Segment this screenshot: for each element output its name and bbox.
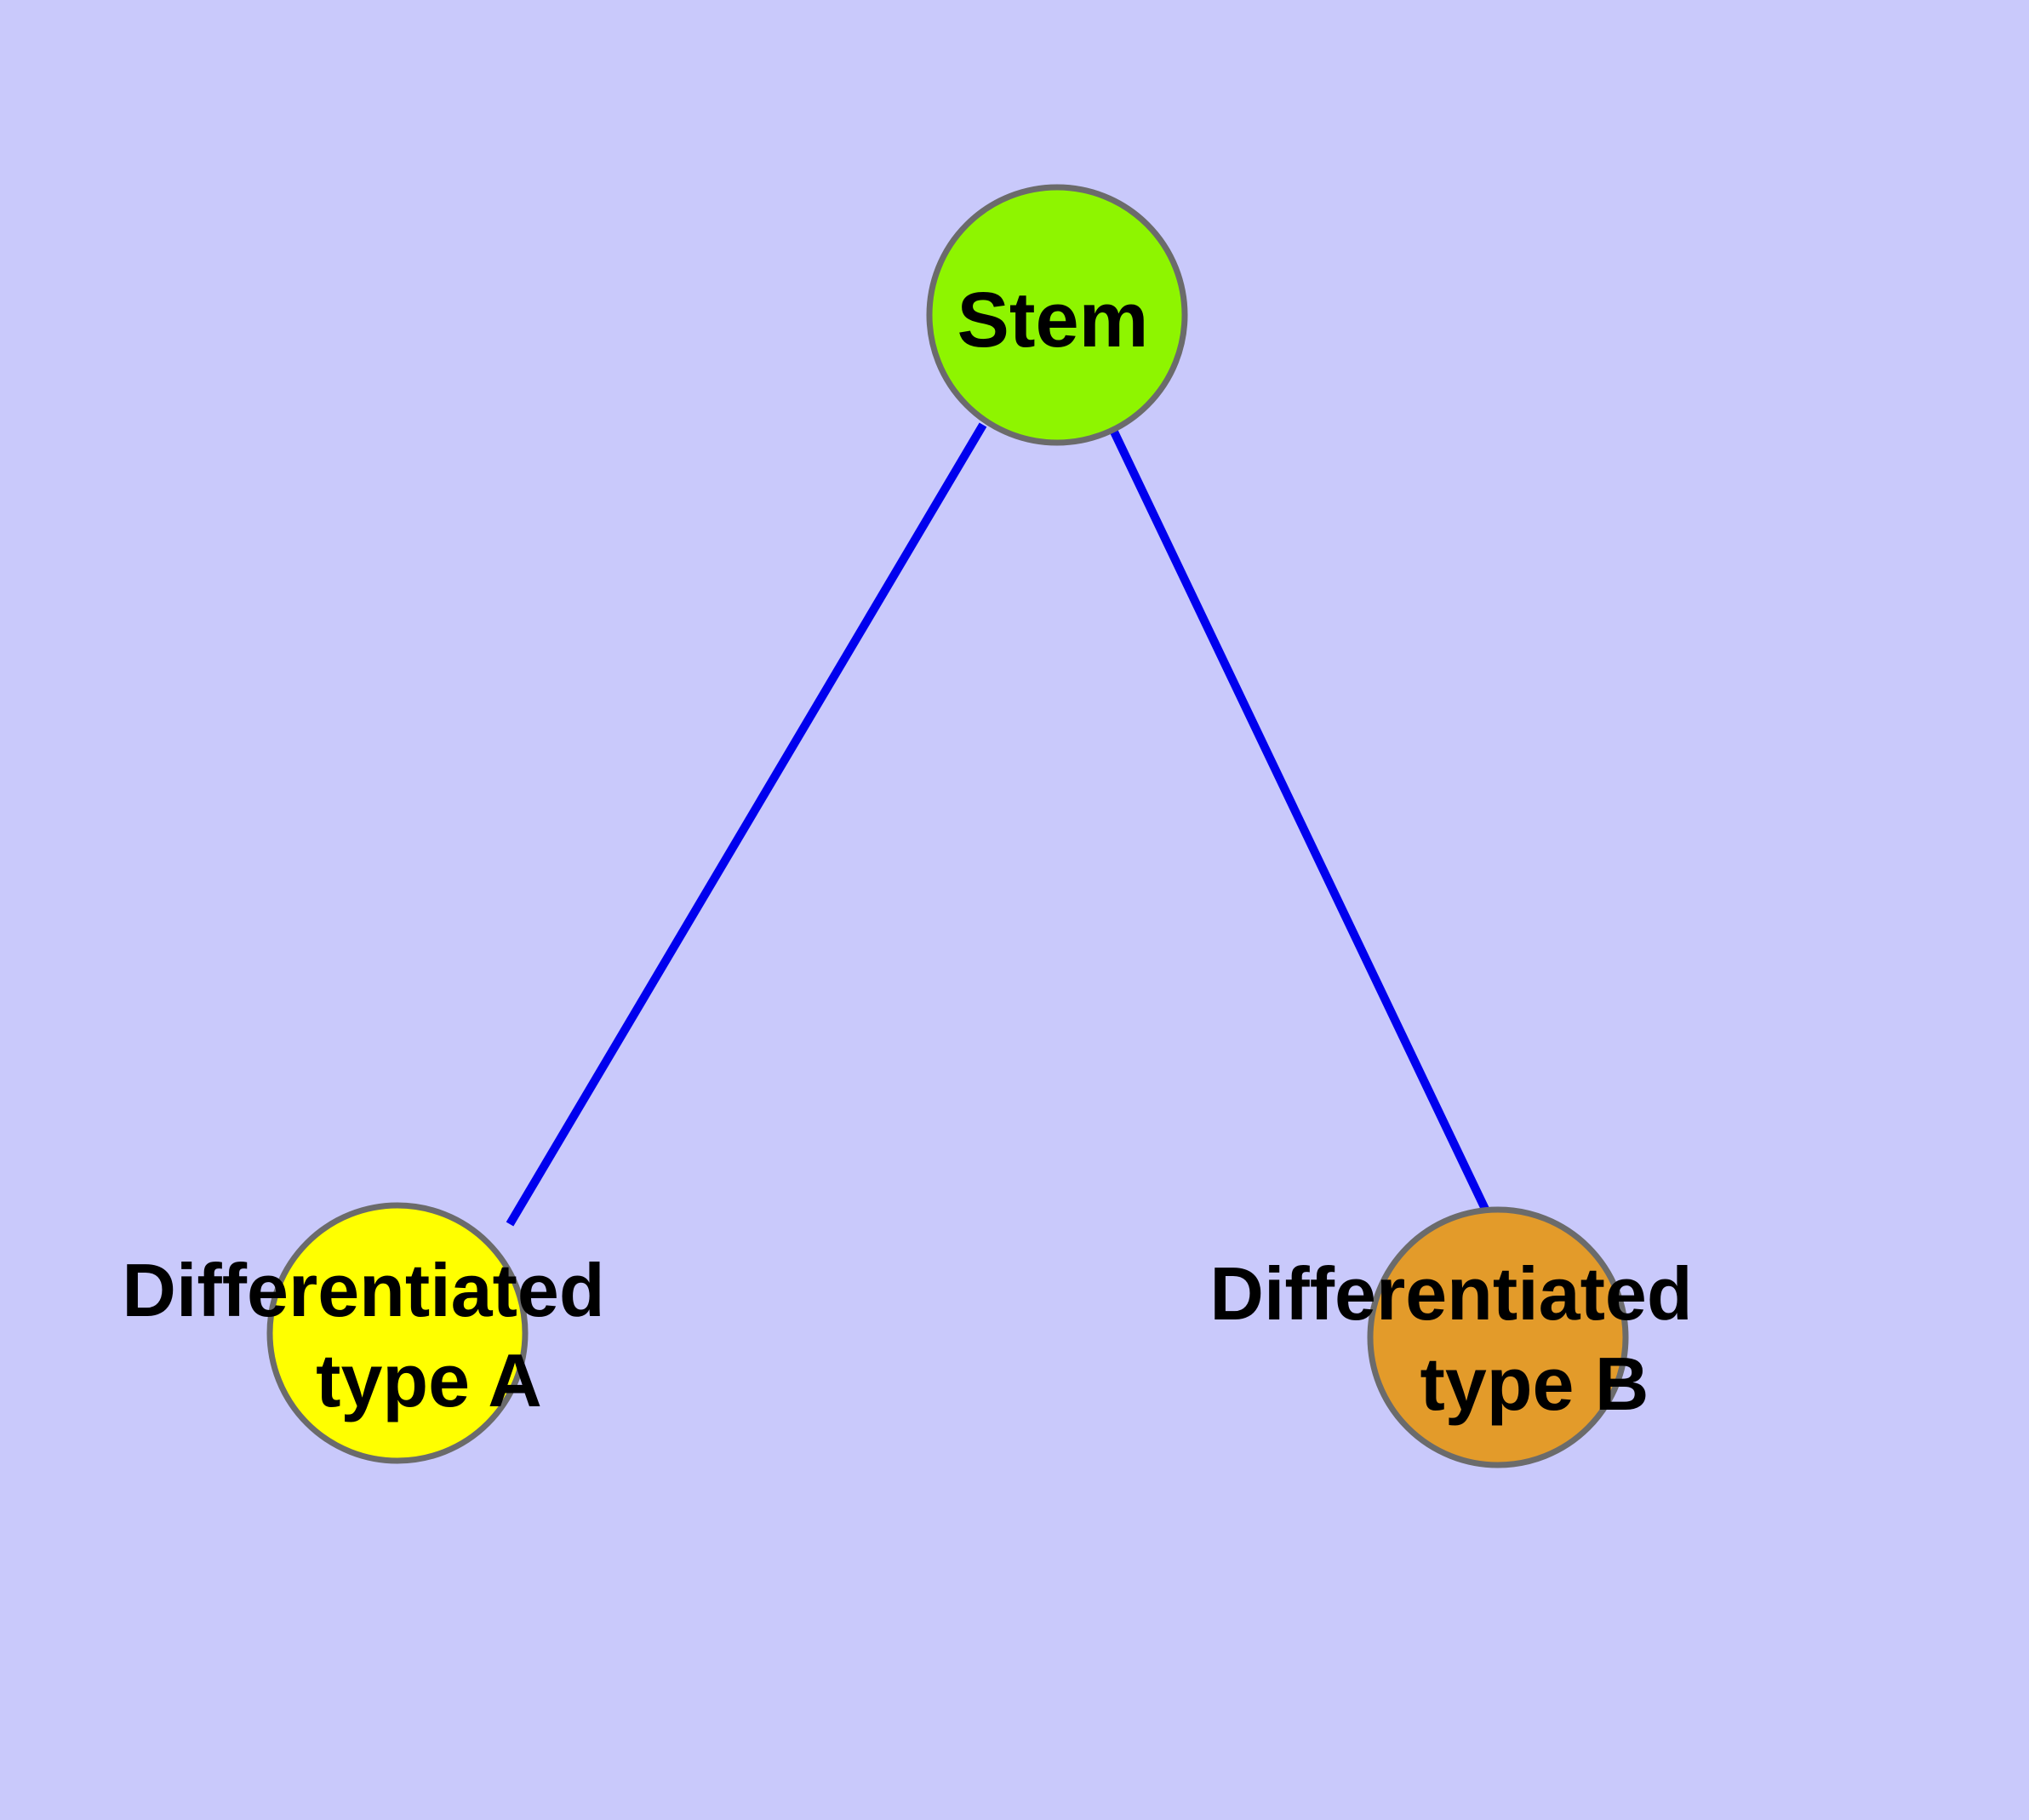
edge-layer bbox=[506, 422, 1496, 1227]
label-layer: Stem Differentiated type A Differentiate… bbox=[122, 277, 1692, 1426]
node-diff-type-b-label-line1: Differentiated bbox=[1209, 1251, 1692, 1336]
node-diff-type-b-label-line2: type B bbox=[1420, 1342, 1649, 1426]
node-diff-type-a-label-line1: Differentiated bbox=[122, 1248, 604, 1332]
edge-stem-to-type-a[interactable] bbox=[506, 422, 987, 1227]
node-diff-type-a-label-line2: type A bbox=[316, 1338, 542, 1422]
node-diff-type-a-circle[interactable] bbox=[266, 1202, 529, 1464]
node-stem-label: Stem bbox=[957, 277, 1149, 363]
node-layer bbox=[266, 184, 1629, 1468]
node-stem-circle[interactable] bbox=[926, 184, 1188, 446]
edge-stem-to-type-b[interactable] bbox=[1108, 426, 1496, 1226]
node-diff-type-b-circle[interactable] bbox=[1367, 1206, 1629, 1468]
